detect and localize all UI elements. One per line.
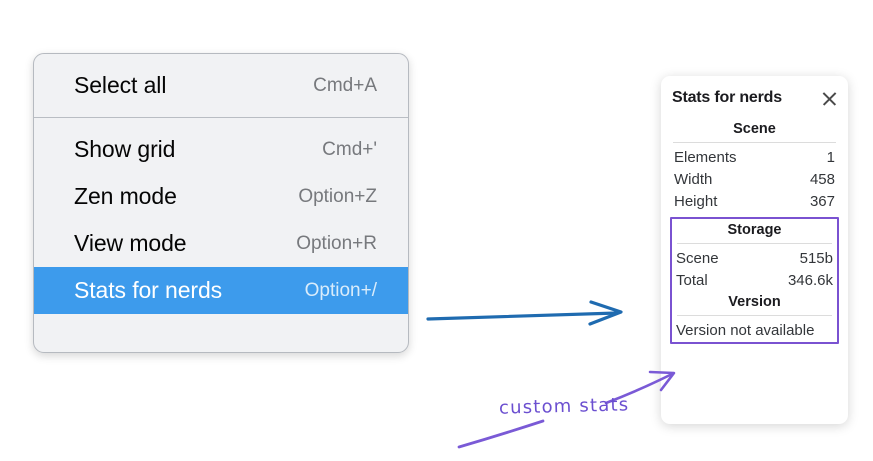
menu-group-primary: Select all Cmd+A (34, 54, 408, 118)
stat-key: Height (674, 192, 718, 210)
menu-item-label: Show grid (74, 136, 176, 162)
stat-row: Elements 1 (670, 146, 839, 168)
menu-item-show-grid[interactable]: Show grid Cmd+' (34, 126, 408, 173)
stat-row: Total 346.6k (672, 269, 837, 291)
menu-item-shortcut: Cmd+' (322, 138, 377, 160)
section-divider (677, 315, 832, 316)
stats-section-storage: Storage Scene 515b Total 346.6k (672, 219, 837, 291)
custom-stats-annotation-label: custom stats (498, 394, 630, 419)
stat-value: 458 (809, 170, 835, 188)
stat-key: Width (674, 170, 713, 188)
close-icon[interactable] (821, 90, 838, 107)
stat-row: Width 458 (670, 168, 839, 190)
section-divider (677, 243, 832, 244)
stat-value: 1 (826, 148, 835, 166)
stats-panel-title: Stats for nerds (672, 89, 782, 106)
stat-key: Elements (674, 148, 737, 166)
menu-item-select-all[interactable]: Select all Cmd+A (34, 62, 408, 109)
menu-item-shortcut: Cmd+A (313, 74, 377, 96)
stat-value: 346.6k (787, 271, 833, 289)
purple-underline-stroke (457, 419, 545, 449)
stats-panel-header: Stats for nerds (670, 89, 839, 107)
section-title-storage: Storage (727, 222, 782, 238)
section-divider (673, 142, 836, 143)
version-not-available-text: Version not available (676, 322, 815, 339)
menu-item-shortcut: Option+Z (298, 185, 377, 207)
stats-section-version: Version Version not available (672, 291, 837, 342)
menu-item-zen-mode[interactable]: Zen mode Option+Z (34, 173, 408, 220)
stats-section-scene: Scene Elements 1 Width 458 Height 367 (670, 118, 839, 212)
context-menu[interactable]: Select all Cmd+A Show grid Cmd+' Zen mod… (33, 53, 409, 353)
stat-key: Scene (676, 249, 719, 267)
stats-for-nerds-panel: Stats for nerds Scene Elements 1 Width 4… (661, 76, 848, 424)
menu-item-view-mode[interactable]: View mode Option+R (34, 220, 408, 267)
custom-stats-highlight-box: Storage Scene 515b Total 346.6k Version … (670, 217, 839, 344)
menu-item-label: Stats for nerds (74, 277, 223, 303)
menu-item-shortcut: Option+R (296, 232, 377, 254)
menu-item-label: Zen mode (74, 183, 177, 209)
menu-item-label: View mode (74, 230, 187, 256)
section-title-version: Version (728, 294, 781, 310)
blue-arrow-icon (426, 300, 623, 326)
stat-key: Total (676, 271, 708, 289)
menu-item-shortcut: Option+/ (304, 279, 377, 301)
stat-row: Scene 515b (672, 247, 837, 269)
menu-group-view: Show grid Cmd+' Zen mode Option+Z View m… (34, 118, 408, 322)
stat-value: 515b (799, 249, 833, 267)
menu-item-label: Select all (74, 72, 167, 98)
menu-item-stats-for-nerds[interactable]: Stats for nerds Option+/ (34, 267, 408, 314)
stat-row: Height 367 (670, 190, 839, 212)
section-title-scene: Scene (733, 121, 776, 137)
stat-value: 367 (809, 192, 835, 210)
